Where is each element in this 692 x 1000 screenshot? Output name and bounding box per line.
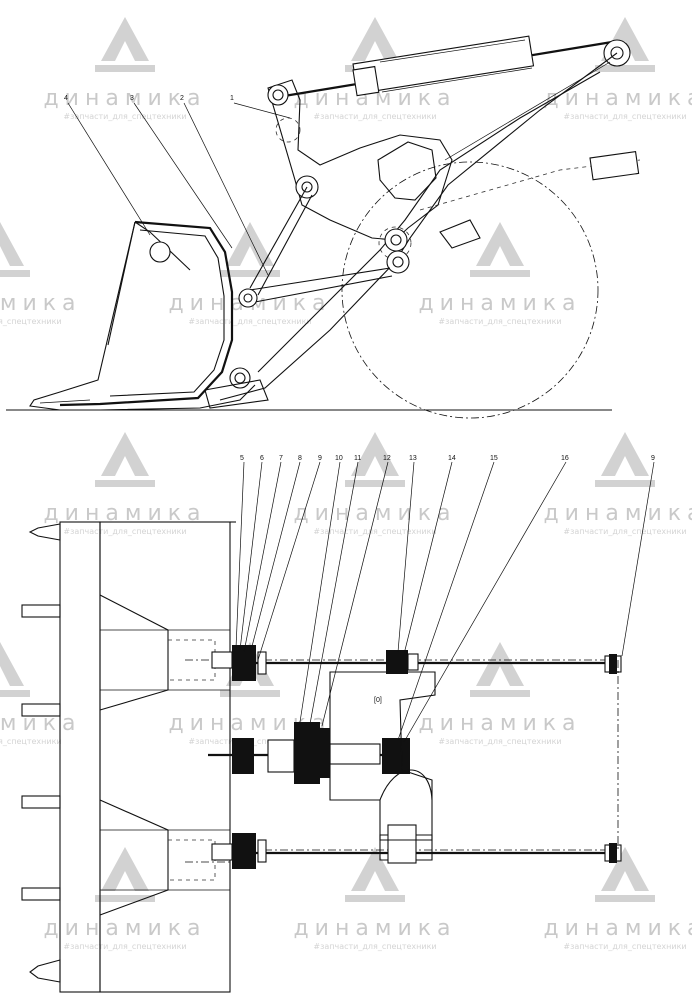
svg-text:динамика: динамика xyxy=(418,291,581,316)
watermark-logo: динамика#запчасти_для_спецтехники xyxy=(293,847,456,951)
tilt-cylinder xyxy=(419,150,641,249)
top-callouts: 5 6 7 8 9 10 11 12 13 14 15 16 9 xyxy=(235,455,655,743)
callout-top-14: 14 xyxy=(448,455,456,462)
svg-text:динамика: динамика xyxy=(0,711,82,736)
svg-text:#запчасти_для_спецтехники: #запчасти_для_спецтехники xyxy=(563,942,686,951)
upper-pin-assembly xyxy=(232,645,622,681)
watermark-logo: динамика#запчасти_для_спецтехники xyxy=(543,432,692,536)
lower-pin-assembly xyxy=(232,824,622,869)
bucket-teeth xyxy=(21,523,61,983)
callout-top-12: 12 xyxy=(383,455,391,462)
watermark-logo: динамика#запчасти_для_спецтехники xyxy=(43,17,206,121)
upper-pin xyxy=(267,84,289,106)
callout-top-15: 15 xyxy=(490,455,498,462)
svg-text:динамика: динамика xyxy=(43,916,206,941)
svg-text:#запчасти_для_спецтехники: #запчасти_для_спецтехники xyxy=(0,737,62,746)
callout-top-9a: 9 xyxy=(318,455,322,462)
callout-top-13: 13 xyxy=(409,455,417,462)
svg-text:#запчасти_для_спецтехники: #запчасти_для_спецтехники xyxy=(438,317,561,326)
callout-side-3: 3 xyxy=(130,95,134,102)
bell-crank xyxy=(267,79,453,241)
watermark-logo: динамика#запчасти_для_спецтехники xyxy=(543,847,692,951)
svg-text:динамика: динамика xyxy=(293,501,456,526)
watermark-logo: динамика#запчасти_для_спецтехники xyxy=(543,17,692,121)
middle-link-assembly: [0] xyxy=(208,671,436,841)
watermark-logo: динамика#запчасти_для_спецтехники xyxy=(293,432,456,536)
svg-text:#запчасти_для_спецтехники: #запчасти_для_спецтехники xyxy=(313,112,436,121)
svg-text:#запчасти_для_спецтехники: #запчасти_для_спецтехники xyxy=(313,942,436,951)
boom-pin xyxy=(384,228,408,252)
watermark-logo: динамика#запчасти_для_спецтехники xyxy=(43,847,206,951)
bucket-lugs xyxy=(99,594,233,916)
bucket xyxy=(29,220,269,411)
svg-text:#запчасти_для_спецтехники: #запчасти_для_спецтехники xyxy=(0,317,62,326)
callout-top-16: 16 xyxy=(561,455,569,462)
side-callouts: 4 3 2 1 xyxy=(64,95,291,276)
svg-text:динамика: динамика xyxy=(418,711,581,736)
callout-top-9b: 9 xyxy=(651,455,655,462)
callout-top-10: 10 xyxy=(335,455,343,462)
svg-text:#запчасти_для_спецтехники: #запчасти_для_спецтехники xyxy=(63,942,186,951)
callout-side-1: 1 xyxy=(230,95,234,102)
callout-side-2: 2 xyxy=(180,95,184,102)
lower-pin xyxy=(386,250,410,274)
svg-text:#запчасти_для_спецтехники: #запчасти_для_спецтехники xyxy=(63,527,186,536)
svg-text:#запчасти_для_спецтехники: #запчасти_для_спецтехники xyxy=(563,112,686,121)
side-view: 4 3 2 1 xyxy=(6,35,641,419)
svg-text:#запчасти_для_спецтехники: #запчасти_для_спецтехники xyxy=(313,527,436,536)
watermark-logo: динамика#запчасти_для_спецтехники xyxy=(418,642,581,746)
watermark-logo: динамика#запчасти_для_спецтехники xyxy=(0,222,82,326)
watermark-logo: динамика#запчасти_для_спецтехники xyxy=(43,432,201,536)
svg-text:#запчасти_для_спецтехники: #запчасти_для_спецтехники xyxy=(438,737,561,746)
svg-text:динамика: динамика xyxy=(543,501,692,526)
callout-top-7: 7 xyxy=(279,455,283,462)
svg-text:динамика: динамика xyxy=(293,916,456,941)
wheel-outline xyxy=(341,161,599,419)
callout-side-4: 4 xyxy=(64,95,68,102)
link-rod xyxy=(238,186,393,308)
callout-top-11: 11 xyxy=(354,455,361,462)
watermark-logo: динамика#запчасти_для_спецтехники xyxy=(0,642,82,746)
callout-top-5: 5 xyxy=(240,455,244,462)
callout-top-6: 6 xyxy=(260,455,264,462)
svg-text:#запчасти_для_спецтехники: #запчасти_для_спецтехники xyxy=(188,317,311,326)
callout-top-8: 8 xyxy=(298,455,302,462)
svg-text:[0]: [0] xyxy=(374,697,382,704)
svg-text:#запчасти_для_спецтехники: #запчасти_для_спецтехники xyxy=(63,112,186,121)
lift-cylinder xyxy=(277,35,613,99)
boom-arm xyxy=(219,52,618,401)
svg-text:#запчасти_для_спецтехники: #запчасти_для_спецтехники xyxy=(563,527,686,536)
watermark-logo: динамика#запчасти_для_спецтехники xyxy=(418,222,581,326)
svg-text:динамика: динамика xyxy=(0,291,82,316)
svg-text:динамика: динамика xyxy=(543,86,692,111)
watermark-layer: динамика#запчасти_для_спецтехникидинамик… xyxy=(0,17,692,951)
svg-text:динамика: динамика xyxy=(543,916,692,941)
svg-text:динамика: динамика xyxy=(43,86,206,111)
top-view: [0] 5 6 7 8 9 10 11 12 13 xyxy=(21,455,655,993)
